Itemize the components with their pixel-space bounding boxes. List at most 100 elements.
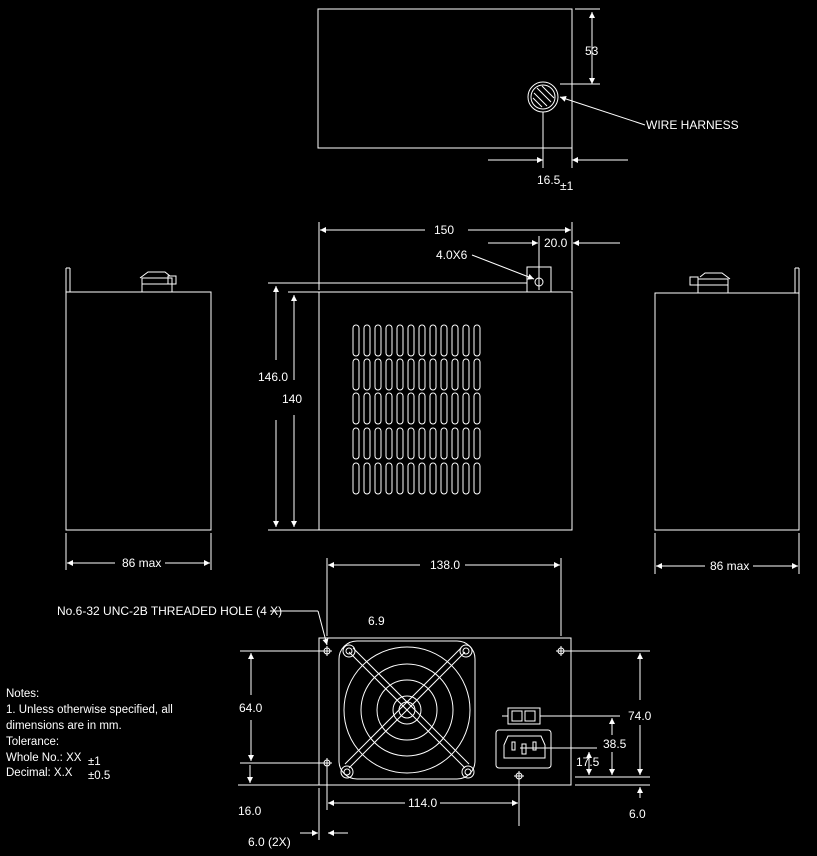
vent-slot [440,462,448,495]
wire-harness-grommet [530,84,556,110]
vent-slot [473,427,481,460]
vent-slot [363,392,371,425]
label-16-0: 16.0 [238,804,262,818]
vent-slot [363,462,371,495]
front-view-body [318,291,573,531]
vent-slot [440,324,448,357]
vent-slot [462,392,470,425]
left-side-body [65,291,212,531]
vent-slot [451,392,459,425]
vent-slot [385,358,393,391]
rear-view [238,558,650,840]
vent-slot [418,462,426,495]
left-connector-icon [139,271,177,293]
vent-slot [407,358,415,391]
power-inlet [495,729,552,769]
vent-slot [418,392,426,425]
label-74-0: 74.0 [628,709,652,723]
label-17-5: 17.5 [576,755,600,769]
label-4-0x6: 4.0X6 [436,248,468,262]
notes-line-3: Tolerance: [6,736,59,748]
vent-slot [440,427,448,460]
vent-slot [407,392,415,425]
vent-slot [418,427,426,460]
vent-slot [473,392,481,425]
label-threaded-hole: No.6-32 UNC-2B THREADED HOLE (4 X) [57,604,282,618]
vent-slot [451,462,459,495]
vent-slot [363,358,371,391]
notes-line-5-tol: ±0.5 [88,770,110,782]
dimension-labels: 53 WIRE HARNESS 16.5 ±1 150 20.0 4.0X6 1… [57,44,749,849]
vent-slot [418,358,426,391]
label-38-5: 38.5 [603,737,627,751]
vent-slot [473,324,481,357]
vent-slot [374,462,382,495]
vent-slot [363,427,371,460]
vent-slot [396,392,404,425]
top-view-body [317,8,573,149]
vent-slot [374,427,382,460]
vent-slot [462,324,470,357]
vent-slot [396,324,404,357]
vent-slot [363,324,371,357]
right-side-body [654,292,800,531]
label-138-0: 138.0 [430,558,460,572]
wire-harness-hatch [532,85,555,108]
fan-guard [338,640,476,780]
vent-slot [429,392,437,425]
vent-slot [462,358,470,391]
top-view [317,8,646,168]
front-view [268,222,620,531]
vent-slot [440,392,448,425]
label-140: 140 [282,392,302,406]
notes-line-2: dimensions are in mm. [6,720,122,732]
label-64-0: 64.0 [239,701,263,715]
vent-slot [374,324,382,357]
vent-slot [451,324,459,357]
notes-line-4: Whole No.: XX [6,752,82,764]
vent-slot [374,392,382,425]
right-side-view [654,267,800,574]
vent-slot [407,427,415,460]
vent-slot [462,462,470,495]
vent-slot [396,358,404,391]
label-wire-harness: WIRE HARNESS [646,118,739,132]
vent-slot [407,324,415,357]
vent-slot [462,427,470,460]
vent-slots [352,324,481,495]
label-6-0: 6.0 [629,807,646,821]
label-53: 53 [585,44,599,58]
vent-slot [385,427,393,460]
label-16-5: 16.5 [537,173,561,187]
vent-slot [352,462,360,495]
vent-slot [429,358,437,391]
label-6-9: 6.9 [368,614,385,628]
vent-slot [473,462,481,495]
label-86-max-right: 86 max [710,559,749,573]
notes-title: Notes: [6,688,39,700]
notes-block: Notes: 1. Unless otherwise specified, al… [6,688,173,782]
label-16-5-tol: ±1 [560,179,574,193]
left-side-view [65,267,212,570]
vent-slot [429,427,437,460]
notes-line-5: Decimal: X.X [6,767,73,779]
label-114-0: 114.0 [408,796,437,810]
vent-slot [385,324,393,357]
vent-slot [374,358,382,391]
notes-line-1: 1. Unless otherwise specified, all [6,704,173,716]
vent-slot [385,462,393,495]
notes-line-4-tol: ±1 [88,756,101,768]
rear-panel [318,637,572,786]
vent-slot [352,392,360,425]
vent-slot [429,324,437,357]
vent-slot [418,324,426,357]
right-connector-icon [689,272,731,294]
vent-slot [385,392,393,425]
label-86-max-left: 86 max [122,556,161,570]
label-150: 150 [434,223,454,237]
label-146-0: 146.0 [258,370,288,384]
vent-slot [440,358,448,391]
vent-slot [352,358,360,391]
